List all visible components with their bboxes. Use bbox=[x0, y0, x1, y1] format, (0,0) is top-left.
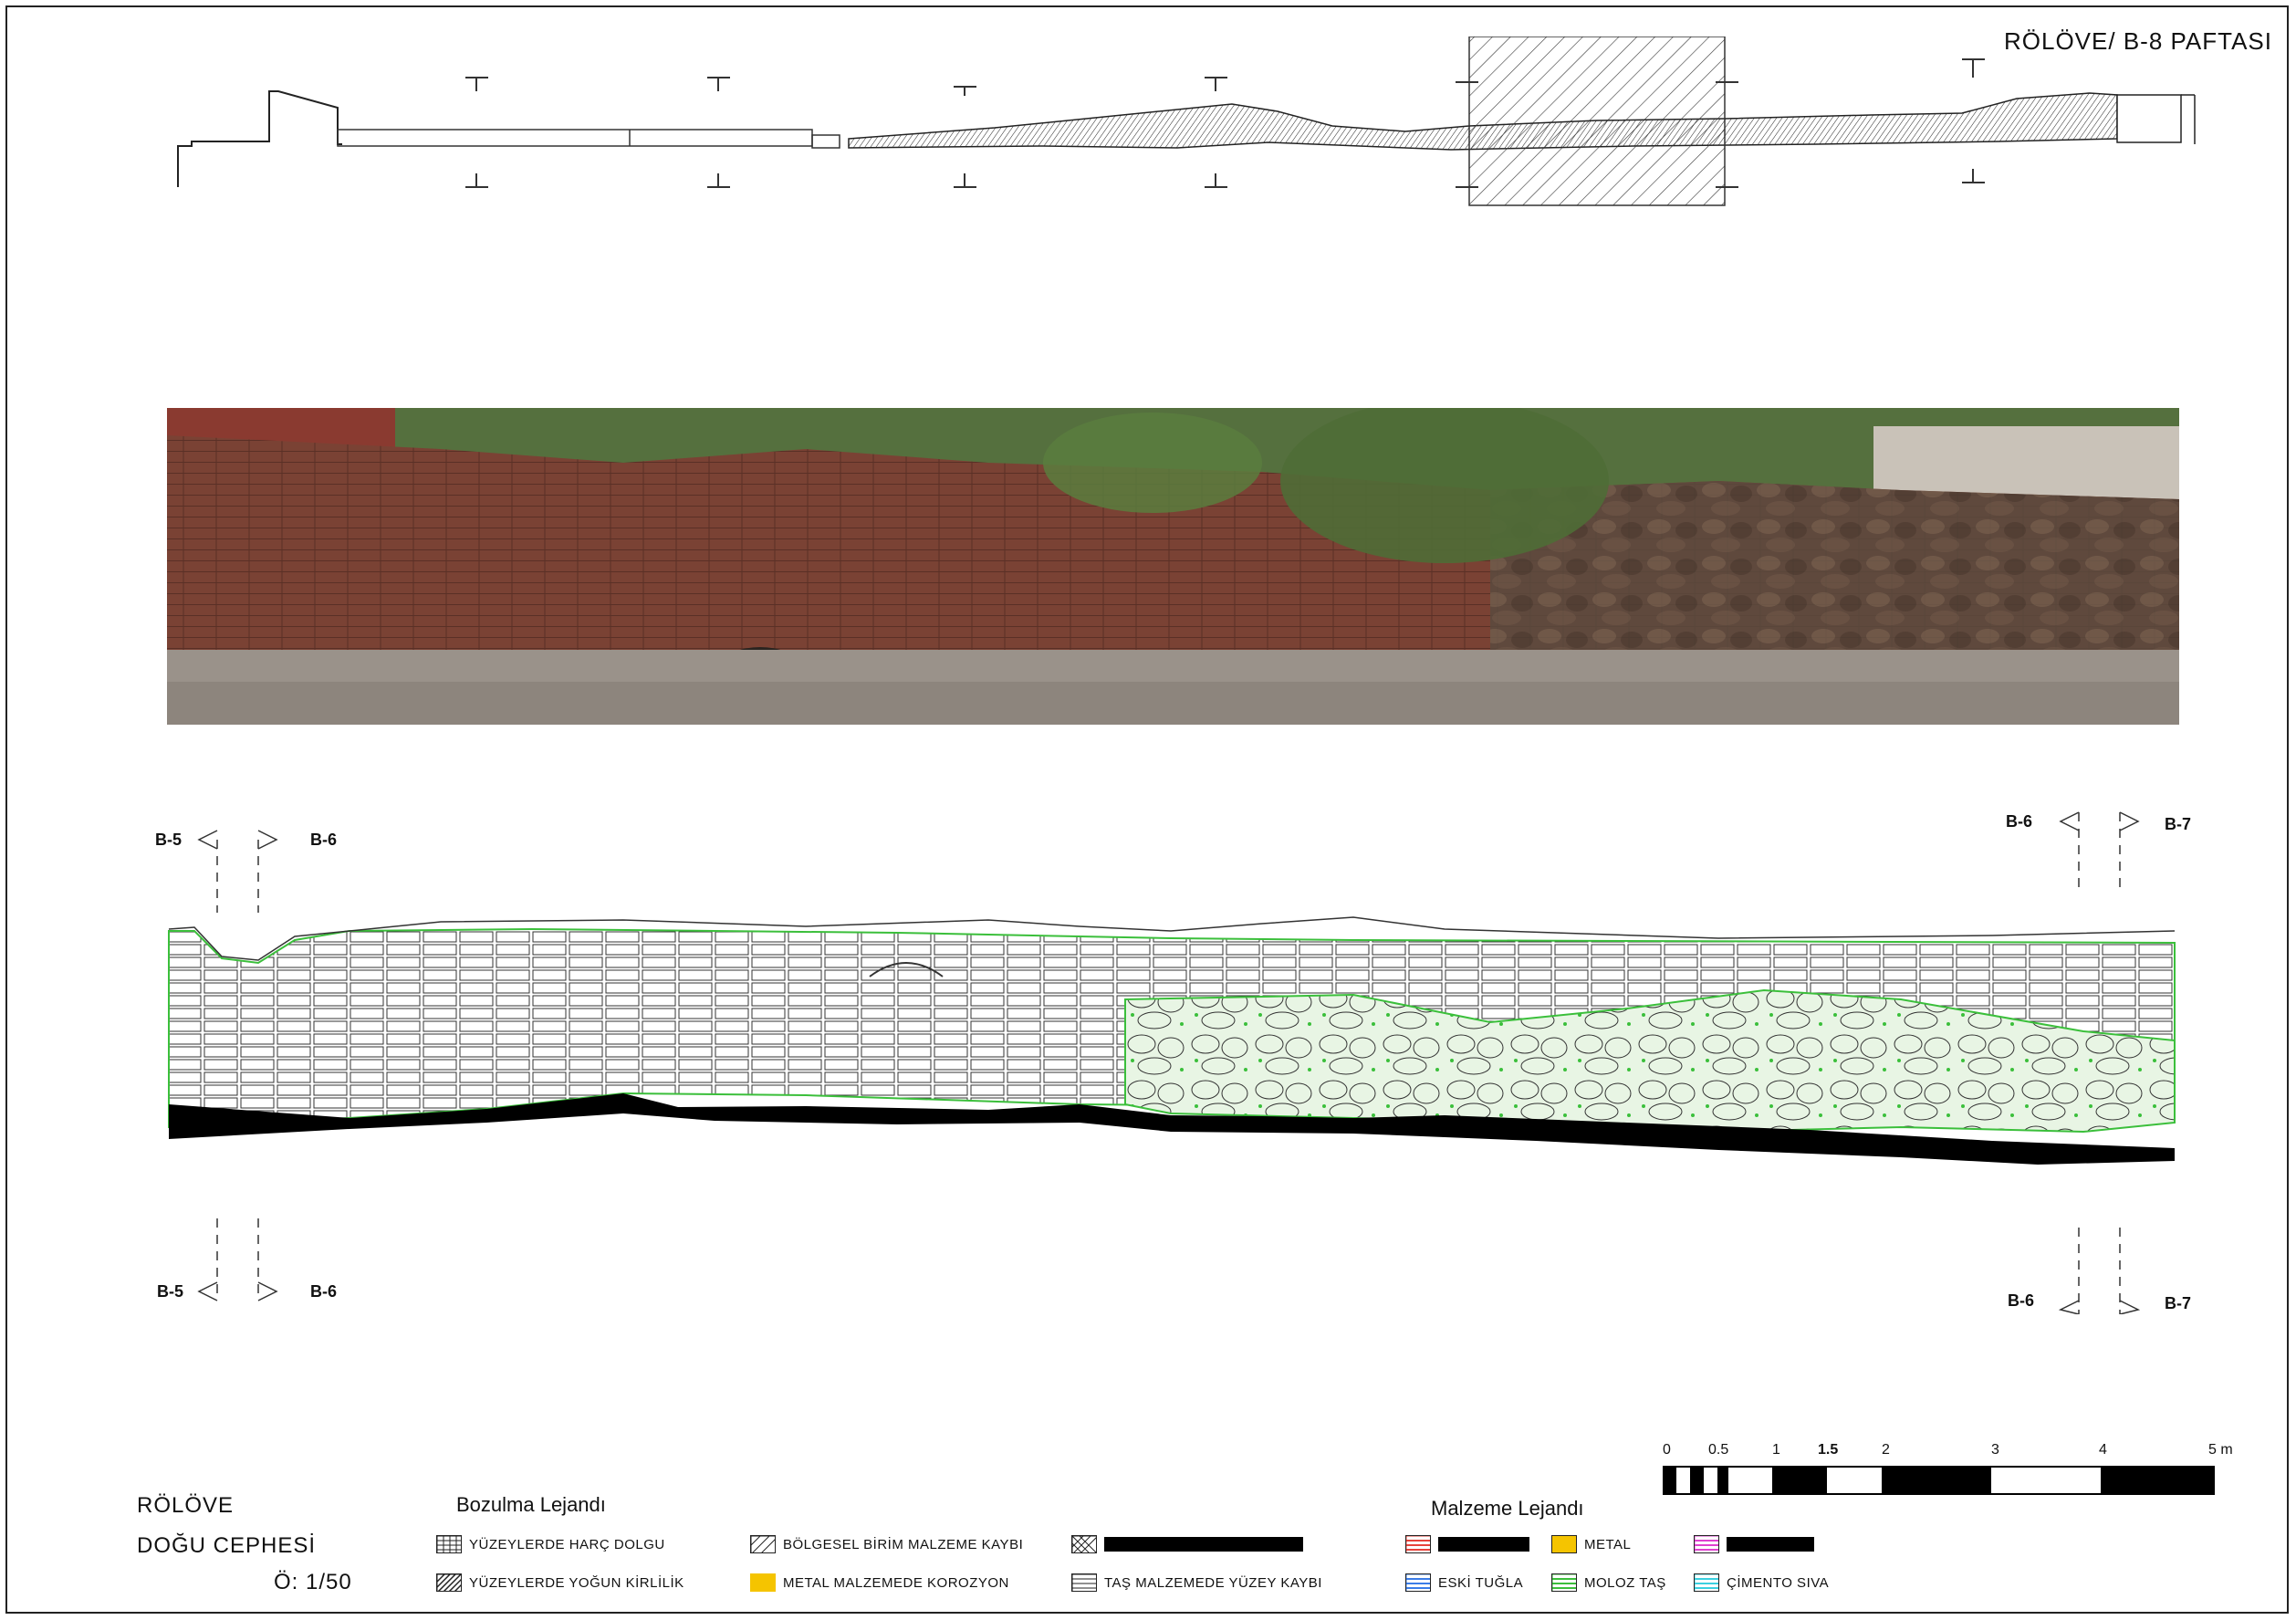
section-label-b5-bottom: B-5 bbox=[157, 1282, 184, 1301]
hatch-swatch-icon bbox=[750, 1535, 776, 1553]
title-block-line1: RÖLÖVE bbox=[137, 1493, 235, 1518]
legend-label: ESKİ TUĞLA bbox=[1438, 1574, 1524, 1591]
cyan-swatch-icon bbox=[1694, 1573, 1719, 1592]
legend-label: YÜZEYLERDE YOĞUN KİRLİLİK bbox=[469, 1574, 684, 1591]
plan-view bbox=[177, 37, 2196, 206]
material-item-redacted-red bbox=[1405, 1535, 1529, 1553]
material-legend-title: Malzeme Lejandı bbox=[1431, 1497, 1584, 1520]
redacted-label-bar bbox=[1727, 1537, 1814, 1552]
elevation-photograph bbox=[167, 408, 2179, 725]
scale-bar-graphic bbox=[1663, 1466, 2215, 1495]
scale-tick: 4 bbox=[2099, 1442, 2107, 1458]
legend-item-redacted bbox=[1071, 1535, 1303, 1553]
blue-swatch-icon bbox=[1405, 1573, 1431, 1592]
title-block-scale: Ö: 1/50 bbox=[274, 1570, 352, 1594]
scale-tick: 5 m bbox=[2208, 1442, 2233, 1458]
scale-tick: 1.5 bbox=[1818, 1442, 1839, 1458]
material-item-old-brick: ESKİ TUĞLA bbox=[1405, 1573, 1523, 1592]
photo-illustration bbox=[167, 408, 2179, 725]
redacted-label-bar bbox=[1438, 1537, 1529, 1552]
scale-tick: 3 bbox=[1991, 1442, 1999, 1458]
legend-item-mortar-fill: YÜZEYLERDE HARÇ DOLGU bbox=[436, 1535, 665, 1553]
legend-item-stone-surface-loss: TAŞ MALZEMEDE YÜZEY KAYBI bbox=[1071, 1573, 1322, 1592]
scale-bar-ticks: 0 0.5 1 1.5 2 3 4 5 m bbox=[1663, 1442, 2233, 1462]
legend-item-heavy-dirt: YÜZEYLERDE YOĞUN KİRLİLİK bbox=[436, 1573, 684, 1592]
scale-tick: 1 bbox=[1772, 1442, 1780, 1458]
hlines-swatch-icon bbox=[1071, 1573, 1097, 1592]
section-label-b6-bottom-right: B-6 bbox=[2008, 1291, 2035, 1310]
title-block-line2: DOĞU CEPHESİ bbox=[137, 1533, 317, 1558]
scale-tick: 0 bbox=[1663, 1442, 1671, 1458]
section-label-b7-top-right: B-7 bbox=[2165, 815, 2192, 833]
legend-label: TAŞ MALZEMEDE YÜZEY KAYBI bbox=[1104, 1574, 1322, 1591]
legend-label: BÖLGESEL BİRİM MALZEME KAYBI bbox=[783, 1536, 1024, 1552]
yellow-swatch-icon bbox=[1551, 1535, 1577, 1553]
legend-label: METAL MALZEMEDE KOROZYON bbox=[783, 1574, 1009, 1591]
redacted-label-bar bbox=[1104, 1537, 1303, 1552]
scale-bar: 0 0.5 1 1.5 2 3 4 5 m bbox=[1663, 1442, 2233, 1501]
sheet-title: RÖLÖVE/ B-8 PAFTASI bbox=[2004, 27, 2272, 55]
elevation-drawing bbox=[168, 811, 2176, 1314]
material-item-metal: METAL bbox=[1551, 1535, 1631, 1553]
legend-label: ÇİMENTO SIVA bbox=[1727, 1574, 1830, 1591]
yellow-swatch-icon bbox=[750, 1573, 776, 1592]
material-item-rubble-stone: MOLOZ TAŞ bbox=[1551, 1573, 1666, 1592]
magenta-swatch-icon bbox=[1694, 1535, 1719, 1553]
legend-item-corrosion: METAL MALZEMEDE KOROZYON bbox=[750, 1573, 1009, 1592]
section-label-b6-bottom: B-6 bbox=[310, 1282, 338, 1301]
legend-item-material-loss: BÖLGESEL BİRİM MALZEME KAYBI bbox=[750, 1535, 1023, 1553]
section-label-b7-bottom-right: B-7 bbox=[2165, 1294, 2192, 1312]
section-label-b6-top: B-6 bbox=[310, 831, 338, 849]
scale-tick: 2 bbox=[1882, 1442, 1890, 1458]
section-label-b5-top: B-5 bbox=[155, 831, 183, 849]
deterioration-legend-title: Bozulma Lejandı bbox=[456, 1493, 606, 1516]
red-swatch-icon bbox=[1405, 1535, 1431, 1553]
crosshatch-swatch-icon bbox=[1071, 1535, 1097, 1553]
grid-swatch-icon bbox=[436, 1535, 462, 1553]
section-label-b6-top-right: B-6 bbox=[2006, 812, 2033, 831]
legend-label: YÜZEYLERDE HARÇ DOLGU bbox=[469, 1536, 665, 1552]
dense-hatch-swatch-icon bbox=[436, 1573, 462, 1592]
legend-label: METAL bbox=[1584, 1536, 1632, 1552]
legend-label: MOLOZ TAŞ bbox=[1584, 1574, 1666, 1591]
drawing-sheet-border bbox=[5, 5, 2289, 1614]
scale-tick: 0.5 bbox=[1708, 1442, 1729, 1458]
material-item-cement-plaster: ÇİMENTO SIVA bbox=[1694, 1573, 1829, 1592]
green-swatch-icon bbox=[1551, 1573, 1577, 1592]
material-item-redacted-magenta bbox=[1694, 1535, 1814, 1553]
